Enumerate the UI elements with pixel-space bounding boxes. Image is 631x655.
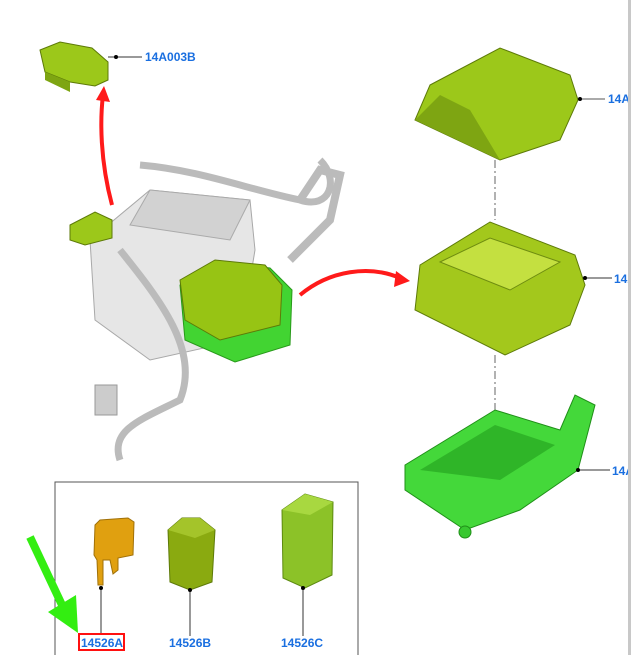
fuse-14526B-jcase	[167, 517, 216, 591]
highlight-box	[78, 633, 125, 651]
callout-top-cover: 14A	[608, 92, 630, 106]
right-border	[628, 0, 631, 655]
fuse-14526C-cartridge	[281, 493, 334, 589]
battery-assembly	[69, 157, 345, 462]
lower-bracket-part	[404, 394, 596, 539]
callout-lower-bracket: 14A	[612, 464, 631, 478]
top-cover-part	[414, 47, 579, 161]
fuse-inset-frame	[54, 481, 359, 655]
red-arrow-up	[99, 94, 114, 206]
fuse-label-14526B[interactable]: 14526B	[169, 636, 211, 650]
fuse-label-14526A[interactable]: 14526A	[81, 636, 123, 650]
callout-fuse-box-body: 14A	[614, 272, 631, 286]
fuse-label-14526C[interactable]: 14526C	[281, 636, 323, 650]
green-arrow	[26, 535, 66, 607]
fuse-14526A-mini	[93, 517, 135, 586]
clip-part-14A003B	[39, 41, 109, 92]
callout-14A003B: 14A003B	[145, 50, 196, 64]
red-arrow-right	[298, 269, 401, 297]
fuse-box-body-part	[414, 221, 586, 356]
